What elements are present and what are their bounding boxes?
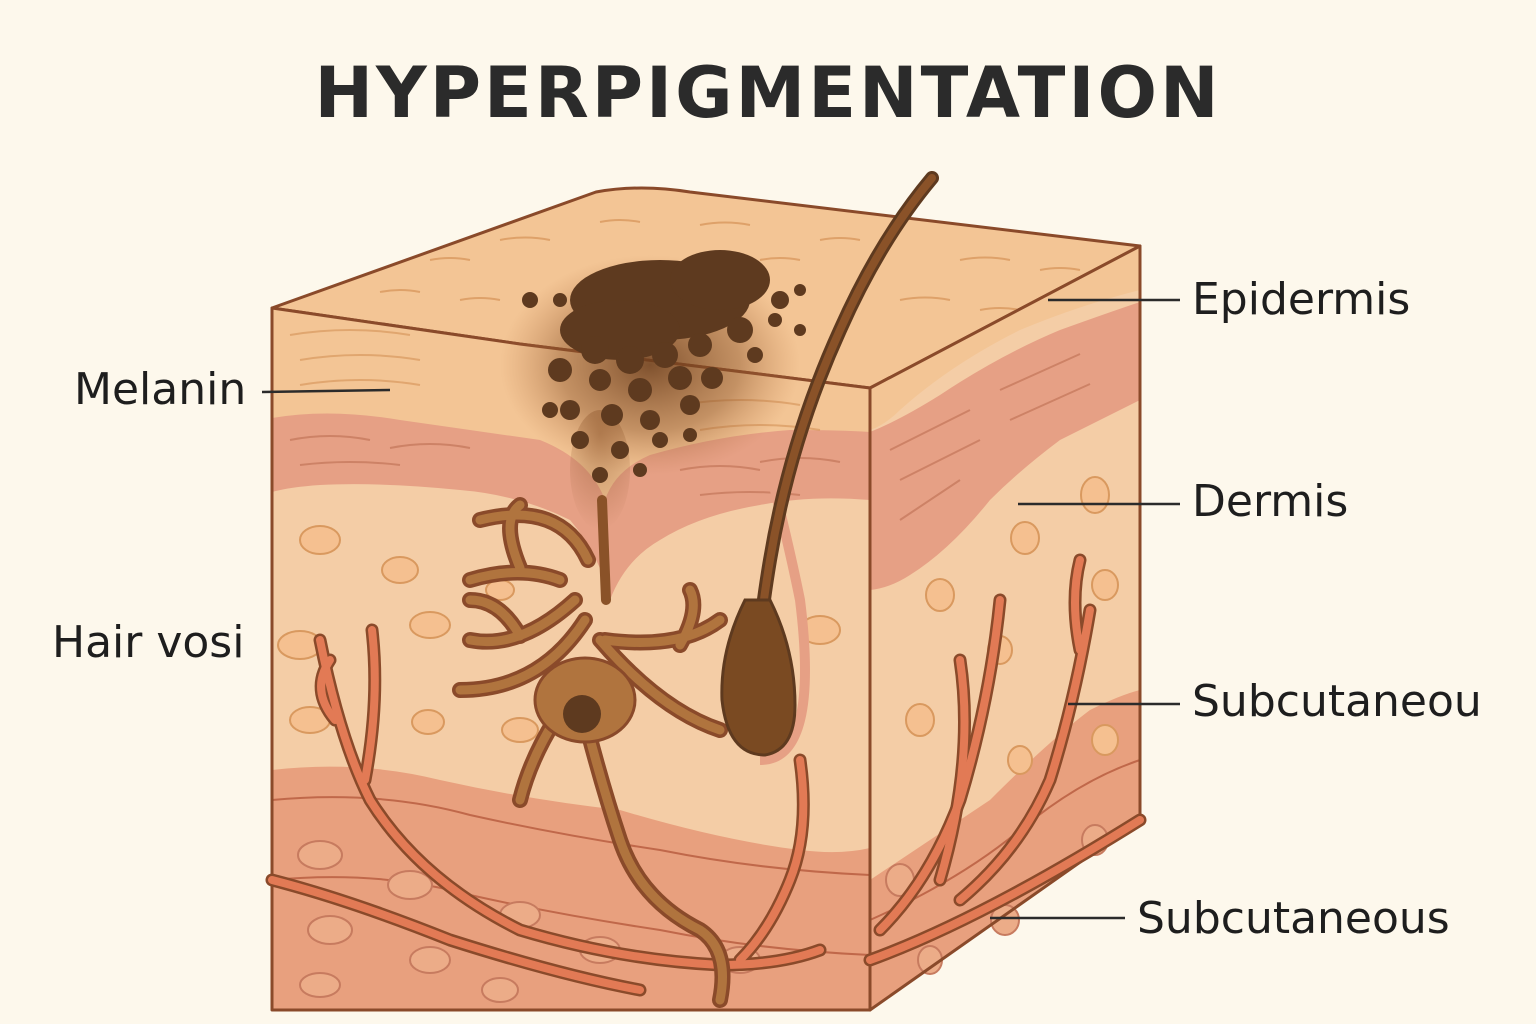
diagram-title: HYPERPIGMENTATION [314, 52, 1222, 134]
label-hair: Hair vosi [52, 617, 245, 668]
melanocyte [452, 495, 731, 1008]
label-melanin: Melanin [74, 364, 247, 415]
label-dermis: Dermis [1192, 476, 1349, 527]
hair-follicle [720, 171, 939, 765]
right-face [868, 244, 1142, 1012]
leader-lines [261, 298, 1180, 920]
label-subcutaneous-lower: Subcutaneous [1137, 893, 1450, 944]
hyperpigmented-spot [500, 250, 806, 530]
label-epidermis: Epidermis [1192, 274, 1411, 325]
blood-vessels [265, 553, 1147, 997]
label-subcutaneous-upper: Subcutaneou [1192, 676, 1482, 727]
